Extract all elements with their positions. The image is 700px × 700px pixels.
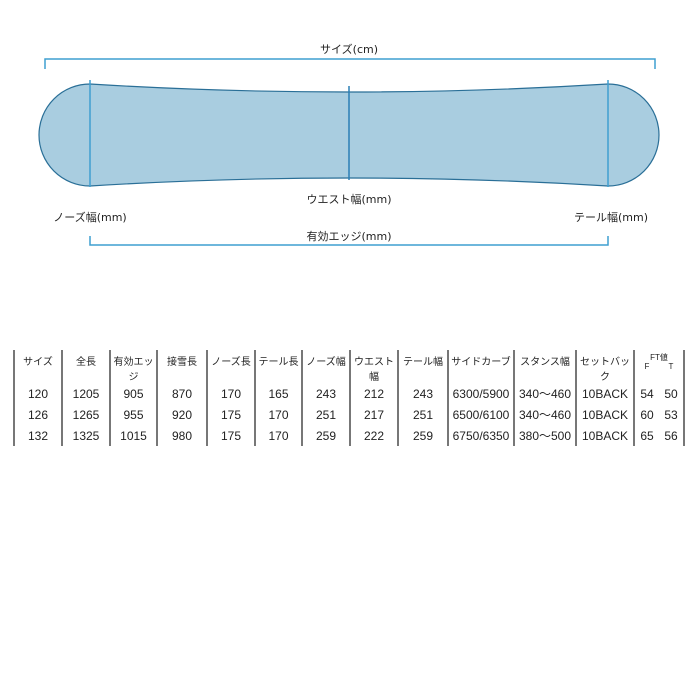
table-cell: 175 (206, 404, 255, 425)
ft-f: F (644, 362, 650, 371)
table-cell: 175 (206, 425, 255, 446)
table-cell: 243 (301, 383, 350, 404)
ft-f-value: 60 (640, 407, 654, 422)
ft-t-value: 53 (664, 407, 678, 422)
ft-t-value: 50 (664, 386, 678, 401)
table-cell: 222 (349, 425, 398, 446)
table-cell: 251 (301, 404, 350, 425)
table-cell: 340～460 (513, 383, 576, 404)
table-cell: 217 (349, 404, 398, 425)
ft-cell: 54 50 (633, 383, 685, 404)
size-label: サイズ(cm) (319, 43, 379, 56)
table-cell: 259 (301, 425, 350, 446)
column-header: 接雪長 (156, 350, 207, 383)
table-cell: 243 (397, 383, 448, 404)
table-cell: 126 (13, 404, 62, 425)
table-cell: 251 (397, 404, 448, 425)
ft-t: T (668, 362, 674, 371)
column-header: サイドカーブ (447, 350, 514, 383)
column-header: 有効エッジ (109, 350, 157, 383)
table-cell: 170 (254, 404, 302, 425)
table-cell: 980 (156, 425, 207, 446)
table-cell: 1205 (61, 383, 110, 404)
column-header: サイズ (13, 350, 62, 383)
column-header: スタンス幅 (513, 350, 576, 383)
edge-label: 有効エッジ(mm) (306, 230, 392, 243)
column-header: ノーズ幅 (301, 350, 350, 383)
waist-label: ウエスト幅(mm) (306, 193, 392, 206)
table-cell: 10BACK (575, 404, 634, 425)
table-cell: 132 (13, 425, 62, 446)
table-cell: 1015 (109, 425, 157, 446)
table-cell: 212 (349, 383, 398, 404)
tail-label: テール幅(mm) (573, 211, 649, 224)
column-header: ウエスト幅 (349, 350, 398, 383)
table-cell: 955 (109, 404, 157, 425)
spec-table: サイズ全長有効エッジ接雪長ノーズ長テール長ノーズ幅ウエスト幅テール幅サイドカーブ… (13, 350, 685, 446)
table-cell: 6500/6100 (447, 404, 514, 425)
table-cell: 1325 (61, 425, 110, 446)
column-header: ノーズ長 (206, 350, 255, 383)
table-cell: 259 (397, 425, 448, 446)
column-header: テール長 (254, 350, 302, 383)
ft-f-value: 54 (640, 386, 654, 401)
table-cell: 6300/5900 (447, 383, 514, 404)
table-header-row: サイズ全長有効エッジ接雪長ノーズ長テール長ノーズ幅ウエスト幅テール幅サイドカーブ… (13, 350, 685, 383)
table-cell: 870 (156, 383, 207, 404)
table-cell: 10BACK (575, 383, 634, 404)
table-cell: 165 (254, 383, 302, 404)
table-cell: 170 (254, 425, 302, 446)
column-header: セットバック (575, 350, 634, 383)
nose-label: ノーズ幅(mm) (53, 211, 127, 224)
table-cell: 120 (13, 383, 62, 404)
table-cell: 6750/6350 (447, 425, 514, 446)
ft-t-value: 56 (664, 428, 678, 443)
table-cell: 1265 (61, 404, 110, 425)
column-header: テール幅 (397, 350, 448, 383)
table-cell: 380～500 (513, 425, 576, 446)
ft-title: FT値 (650, 353, 668, 362)
table-cell: 170 (206, 383, 255, 404)
table-cell: 340～460 (513, 404, 576, 425)
table-cell: 920 (156, 404, 207, 425)
ft-f-value: 65 (640, 428, 654, 443)
table-cell: 10BACK (575, 425, 634, 446)
size-dimension-line (44, 58, 656, 69)
ft-cell: 65 56 (633, 425, 685, 446)
edge-dimension-line (89, 236, 609, 246)
column-header: 全長 (61, 350, 110, 383)
ft-cell: 60 53 (633, 404, 685, 425)
table-cell: 905 (109, 383, 157, 404)
board-diagram (38, 58, 660, 246)
